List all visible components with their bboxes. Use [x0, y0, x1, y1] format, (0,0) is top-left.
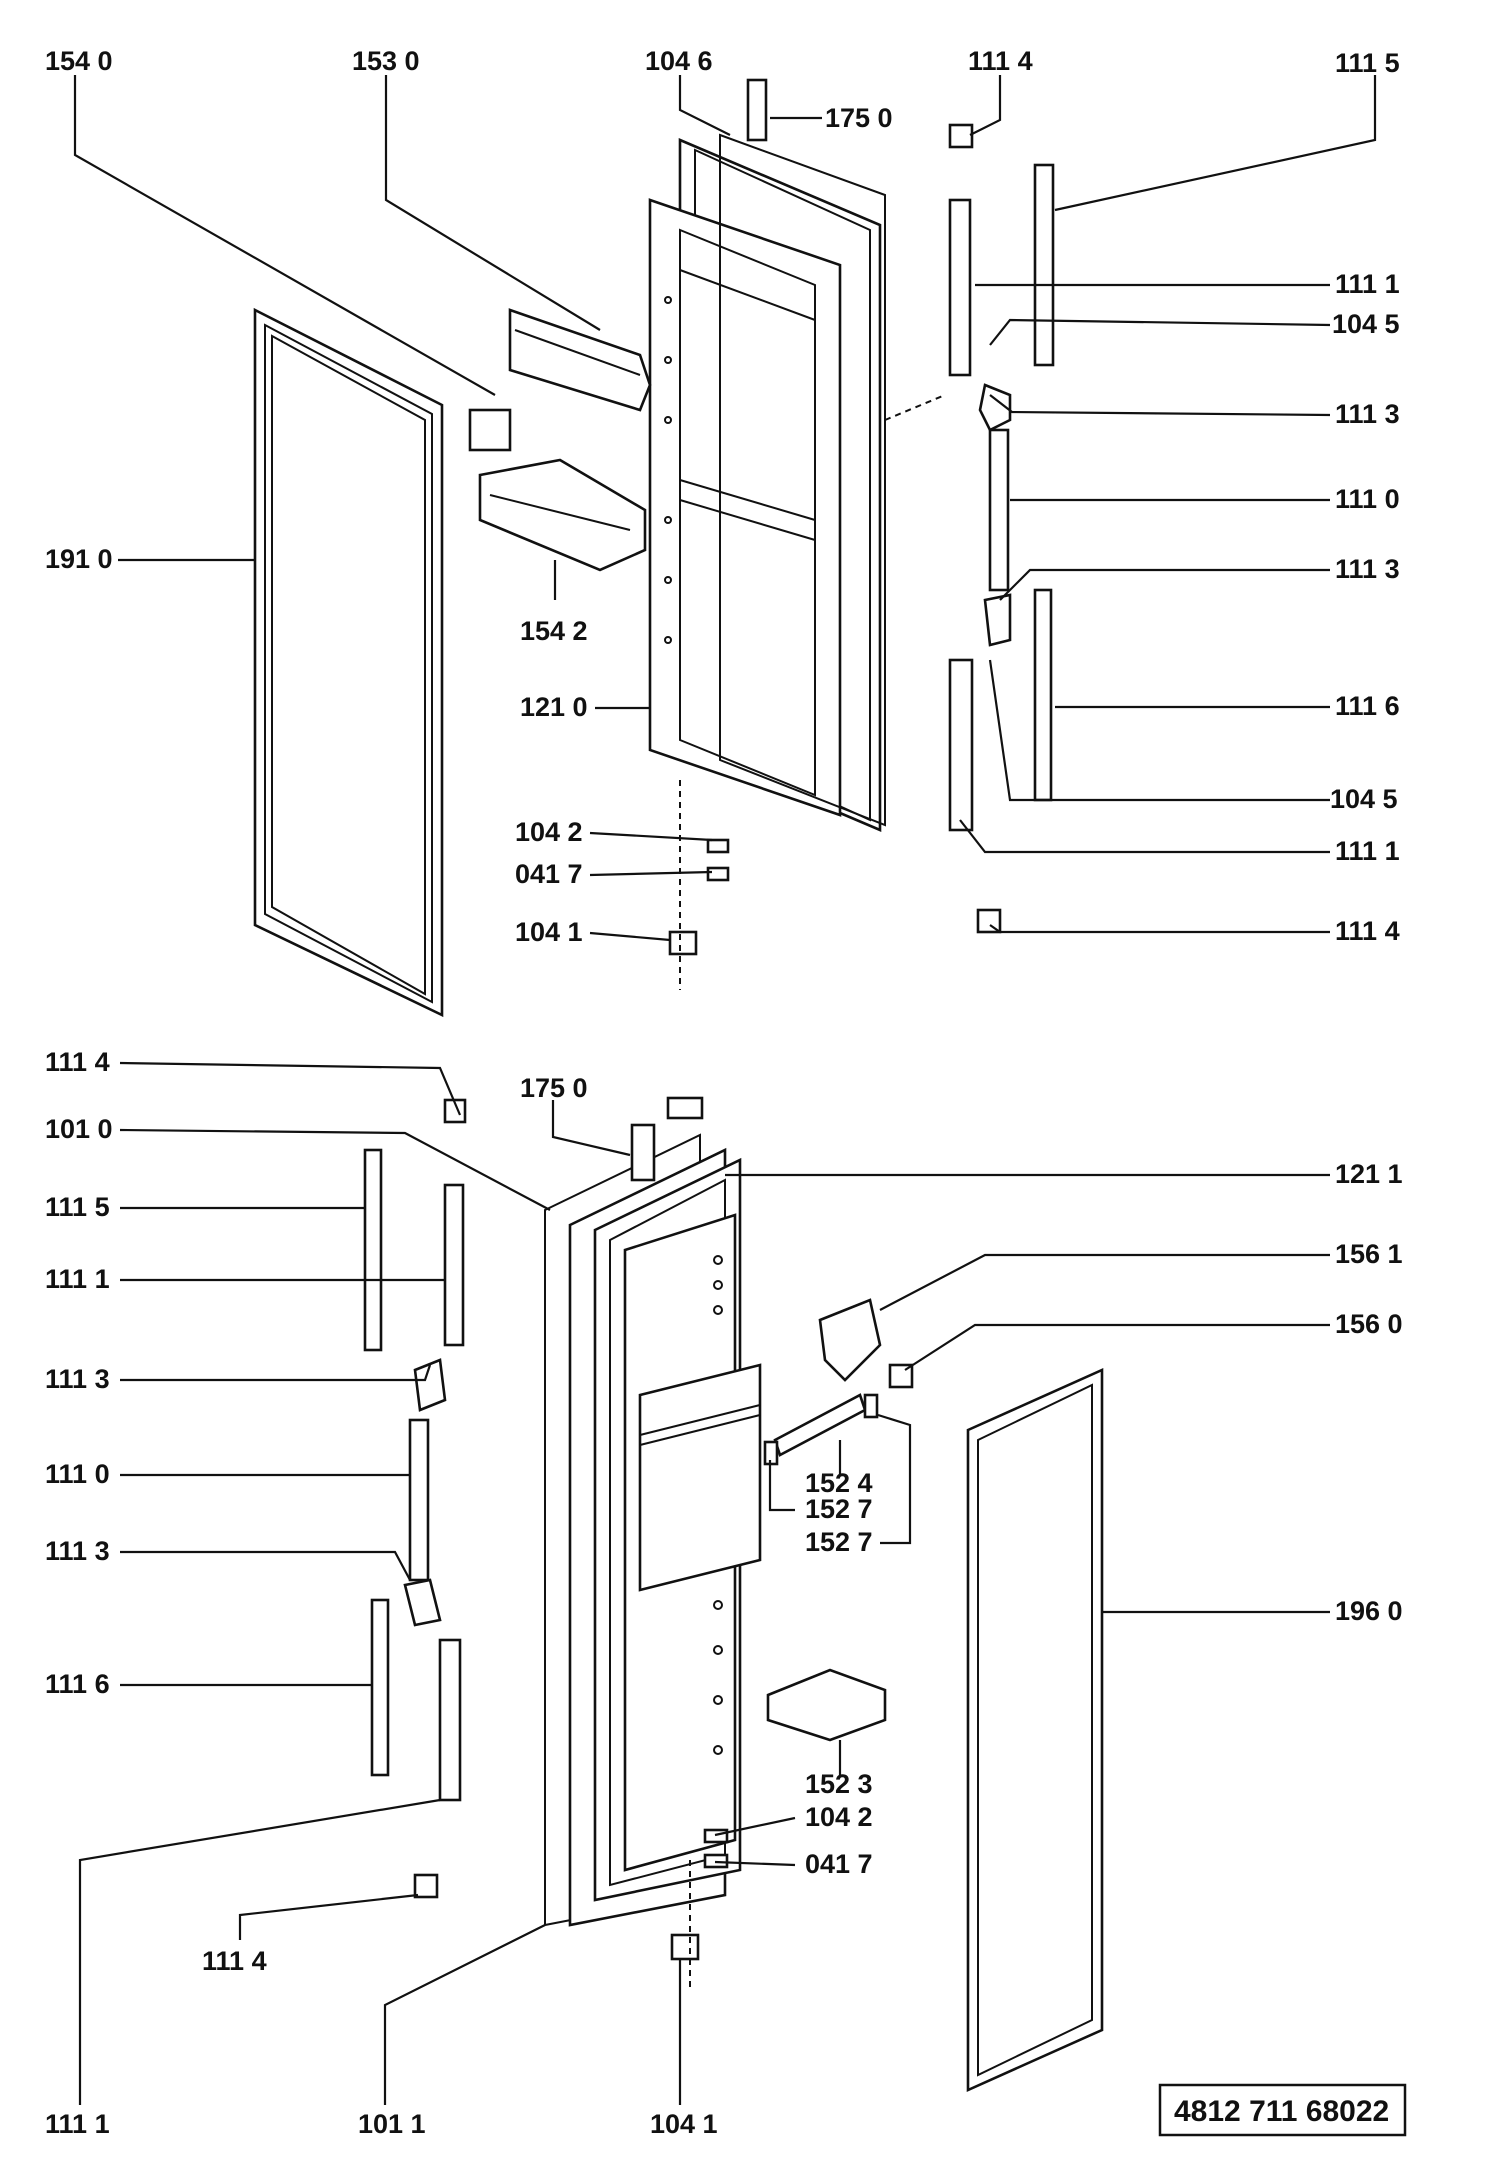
label-1045a: 104 5 — [1332, 309, 1400, 339]
hinge-cap-1114b — [976, 908, 1002, 934]
label-1540: 154 0 — [45, 46, 113, 76]
hinge-bracket-1113b — [983, 593, 1012, 647]
hinge-cap-1114c — [443, 1098, 467, 1124]
label-1110b: 111 0 — [45, 1459, 110, 1489]
label-1750: 175 0 — [825, 103, 893, 133]
hinge-rail-1111c — [443, 1183, 465, 1347]
hinge-cap-1114d — [413, 1873, 439, 1899]
hinge-pin-1041 — [668, 930, 698, 956]
hinge-rail-1111a — [948, 198, 972, 377]
label-1113d: 111 3 — [45, 1536, 110, 1566]
label-1527a: 152 7 — [805, 1494, 873, 1524]
label-1560: 156 0 — [1335, 1309, 1403, 1339]
label-1113c: 111 3 — [45, 1364, 110, 1394]
hinge-bracket-1113c — [413, 1358, 447, 1412]
hinge-rail-1116b — [370, 1598, 390, 1777]
label-1046: 104 6 — [645, 46, 713, 76]
door-gasket-1960 — [966, 1367, 1104, 2093]
label-1110: 111 0 — [1335, 484, 1400, 514]
label-1113a: 111 3 — [1335, 399, 1400, 429]
label-1042: 104 2 — [515, 817, 583, 847]
bushing-0417 — [706, 866, 730, 882]
label-1210: 121 0 — [520, 692, 588, 722]
label-0417b: 041 7 — [805, 1849, 873, 1879]
label-1561: 156 1 — [1335, 1239, 1403, 1269]
top-part-labels: 154 0 153 0 104 6 175 0 111 4 111 5 111 … — [45, 46, 1400, 947]
chute-1561 — [818, 1298, 882, 1382]
hinge-pin-1041b — [670, 1933, 700, 1961]
label-1750b: 175 0 — [520, 1073, 588, 1103]
label-0417: 041 7 — [515, 859, 583, 889]
label-1111d: 111 1 — [45, 2109, 110, 2139]
bottom-part-labels: 111 4 175 0 101 0 121 1 111 5 111 1 156 … — [45, 1047, 1403, 2139]
label-1042b: 104 2 — [805, 1802, 873, 1832]
label-1111c: 111 1 — [45, 1264, 110, 1294]
label-1041b: 104 1 — [650, 2109, 718, 2139]
hinge-rail-1110 — [988, 428, 1010, 592]
label-1910: 191 0 — [45, 544, 113, 574]
tube-1750b — [630, 1123, 656, 1182]
label-1113b: 111 3 — [1335, 554, 1400, 584]
label-1114d: 111 4 — [202, 1946, 267, 1976]
hinge-bracket-1113d — [403, 1578, 442, 1627]
drawing-code: 4812 711 68022 — [1174, 2095, 1389, 2128]
tube-1750 — [746, 78, 768, 142]
label-1114c: 111 4 — [45, 1047, 110, 1077]
label-1114a: 111 4 — [968, 46, 1033, 76]
label-1542: 154 2 — [520, 616, 588, 646]
door-bin-1542 — [478, 458, 647, 572]
label-1114b: 111 4 — [1335, 916, 1400, 946]
label-1530: 153 0 — [352, 46, 420, 76]
hinge-rail-1115b — [363, 1148, 383, 1352]
shelf-cover-1530 — [508, 308, 652, 412]
hinge-rail-1110b — [408, 1418, 430, 1582]
label-1041: 104 1 — [515, 917, 583, 947]
label-1116: 111 6 — [1335, 691, 1400, 721]
label-1115b: 111 5 — [45, 1192, 110, 1222]
door-bin-1523 — [766, 1668, 887, 1742]
label-1010: 101 0 — [45, 1114, 113, 1144]
washer-1042b — [703, 1828, 729, 1844]
label-1045b: 104 5 — [1330, 784, 1398, 814]
door-gasket-1910 — [253, 307, 444, 1018]
label-1960: 196 0 — [1335, 1596, 1403, 1626]
bottom-door-assembly — [78, 1061, 1330, 2105]
door-back-sheet — [719, 133, 886, 827]
drawing-code-box: 4812 711 68022 — [1158, 2083, 1407, 2137]
label-1524: 152 4 — [805, 1468, 873, 1498]
hinge-rail-1111d — [438, 1638, 462, 1802]
label-1523: 152 3 — [805, 1769, 873, 1799]
washer-1042 — [706, 838, 730, 854]
label-1211: 121 1 — [1335, 1159, 1403, 1189]
connector — [666, 1096, 704, 1120]
hinge-rail-1116 — [1033, 588, 1053, 802]
hinge-rail-1111b — [948, 658, 974, 832]
label-1111a: 111 1 — [1335, 269, 1400, 299]
top-door-assembly — [73, 75, 1377, 1018]
label-1011: 101 1 — [358, 2109, 426, 2139]
bar-1524 — [773, 1393, 867, 1457]
bracket-1560 — [888, 1363, 914, 1389]
clip-1527b — [863, 1393, 879, 1419]
hinge-bracket-1113a — [978, 383, 1012, 432]
label-1116b: 111 6 — [45, 1669, 110, 1699]
hinge-cap-1114a — [948, 123, 974, 149]
door-panel-1211 — [568, 1147, 762, 1927]
bracket-1540 — [468, 408, 512, 452]
label-1115: 111 5 — [1335, 48, 1400, 78]
hinge-rail-1115 — [1033, 163, 1055, 367]
door-panel-1210 — [648, 138, 882, 832]
dispenser-housing — [638, 1363, 762, 1592]
label-1111b: 111 1 — [1335, 836, 1400, 866]
label-1527b: 152 7 — [805, 1527, 873, 1557]
